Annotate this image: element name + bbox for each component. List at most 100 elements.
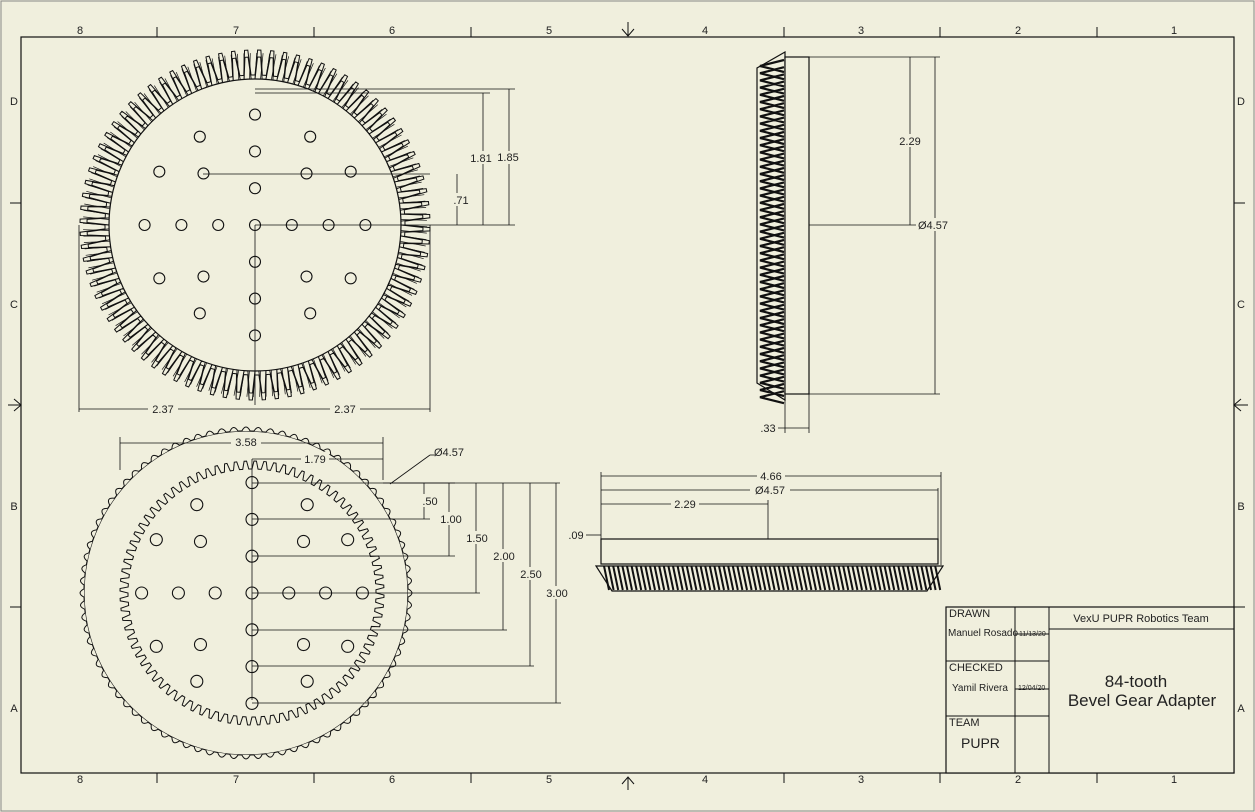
zone-label: 5 bbox=[546, 25, 552, 37]
dim-side-033: .33 bbox=[760, 423, 775, 435]
drawn-date: 11/13/20 bbox=[1019, 631, 1046, 638]
dim-front-229: 2.29 bbox=[674, 499, 695, 511]
mounting-hole bbox=[175, 218, 188, 232]
mounting-hole bbox=[212, 218, 225, 232]
zone-label: 1 bbox=[1171, 774, 1177, 786]
zone-label: 1 bbox=[1171, 25, 1177, 37]
zone-label: 4 bbox=[702, 25, 708, 37]
dim-front-dia457: Ø4.57 bbox=[755, 485, 785, 497]
dim-bottom-200: 2.00 bbox=[493, 551, 514, 563]
zone-label: 6 bbox=[389, 25, 395, 37]
zone-label: 8 bbox=[77, 774, 83, 786]
front-tooth-lines bbox=[603, 565, 942, 591]
drawn-label: DRAWN bbox=[949, 608, 990, 620]
checked-label: CHECKED bbox=[949, 662, 1003, 674]
dim-bottom-179: 1.79 bbox=[304, 454, 325, 466]
zone-label: A bbox=[1237, 703, 1245, 715]
zone-label: 2 bbox=[1015, 774, 1021, 786]
drawing-title-line2: Bevel Gear Adapter bbox=[1068, 691, 1217, 710]
dim-bottom-150: 1.50 bbox=[466, 533, 487, 545]
side-hub bbox=[784, 56, 810, 395]
center-markers bbox=[8, 22, 1248, 790]
mounting-hole bbox=[341, 639, 355, 653]
team-value: PUPR bbox=[961, 735, 1000, 751]
mounting-hole bbox=[149, 639, 163, 653]
mounting-hole bbox=[153, 272, 166, 285]
zone-label: 4 bbox=[702, 774, 708, 786]
dim-top-071: .71 bbox=[453, 195, 468, 207]
mounting-hole bbox=[304, 130, 317, 143]
title-block: DRAWN Manuel Rosado 11/13/20 CHECKED Yam… bbox=[945, 606, 1235, 774]
mounting-hole bbox=[193, 637, 208, 652]
dim-side-229: 2.29 bbox=[899, 136, 920, 148]
mounting-hole bbox=[190, 498, 204, 512]
zone-label: 6 bbox=[389, 774, 395, 786]
top-view: 1.85 1.81 .71 2.37 2.37 bbox=[78, 49, 521, 416]
mounting-hole bbox=[341, 533, 355, 547]
mounting-hole bbox=[248, 182, 262, 195]
mounting-hole bbox=[344, 165, 357, 178]
team-label: TEAM bbox=[949, 717, 980, 729]
zone-labels-bottom: 8 7 6 5 4 3 2 1 bbox=[77, 774, 1177, 786]
checked-date: 12/04/20 bbox=[1018, 685, 1045, 692]
dim-bottom-050: .50 bbox=[422, 496, 437, 508]
mounting-hole bbox=[197, 270, 210, 283]
mounting-hole bbox=[153, 165, 166, 178]
front-view: 4.66 Ø4.57 2.29 .09 bbox=[568, 469, 945, 592]
mounting-hole bbox=[300, 674, 314, 688]
zone-labels-right: D C B A bbox=[1237, 96, 1245, 715]
zone-label: B bbox=[1237, 501, 1244, 513]
dim-bottom-250: 2.50 bbox=[520, 569, 541, 581]
dim-bottom-300: 3.00 bbox=[546, 588, 567, 600]
dim-front-466: 4.66 bbox=[760, 471, 781, 483]
dim-top-237-right: 2.37 bbox=[334, 404, 355, 416]
zone-label: 2 bbox=[1015, 25, 1021, 37]
zone-label: 3 bbox=[858, 774, 864, 786]
zone-label: 8 bbox=[77, 25, 83, 37]
side-tooth-chevrons bbox=[759, 58, 785, 405]
dim-top-181: 1.81 bbox=[470, 153, 491, 165]
mounting-hole bbox=[171, 586, 185, 600]
front-hub bbox=[600, 538, 939, 565]
gear-tooth-edges bbox=[82, 52, 428, 398]
dim-bottom-100: 1.00 bbox=[440, 514, 461, 526]
zone-labels-left: D C B A bbox=[10, 96, 18, 715]
mounting-hole bbox=[193, 307, 206, 320]
bottom-view: 3.58 1.79 Ø4.57 .50 1.00 1.50 2.00 2.50 … bbox=[79, 426, 571, 760]
zone-labels-top: 8 7 6 5 4 3 2 1 bbox=[77, 25, 1177, 37]
mounting-hole bbox=[197, 167, 210, 180]
mounting-hole bbox=[300, 498, 314, 512]
dim-side-dia457: Ø4.57 bbox=[918, 220, 948, 232]
mounting-hole bbox=[138, 218, 151, 232]
zone-label: D bbox=[10, 96, 18, 108]
drawing-title-line1: 84-tooth bbox=[1105, 672, 1167, 691]
mounting-hole bbox=[135, 586, 149, 600]
zone-label: 3 bbox=[858, 25, 864, 37]
dim-top-237-left: 2.37 bbox=[152, 404, 173, 416]
mounting-hole bbox=[149, 533, 163, 547]
zone-label: 7 bbox=[233, 25, 239, 37]
mounting-hole bbox=[344, 272, 357, 285]
mounting-hole bbox=[304, 307, 317, 320]
zone-label: C bbox=[1237, 299, 1245, 311]
mounting-hole bbox=[296, 534, 311, 549]
zone-label: A bbox=[10, 703, 18, 715]
mounting-hole bbox=[248, 108, 262, 121]
mounting-hole bbox=[300, 167, 313, 180]
side-bevel-teeth bbox=[756, 50, 786, 405]
mounting-hole bbox=[193, 130, 206, 143]
dim-front-009: .09 bbox=[568, 530, 583, 542]
mounting-hole bbox=[193, 534, 208, 549]
dim-bottom-358: 3.58 bbox=[235, 437, 256, 449]
organization: VexU PUPR Robotics Team bbox=[1073, 613, 1209, 625]
zone-ticks bbox=[10, 27, 1245, 783]
dim-bottom-dia457: Ø4.57 bbox=[434, 447, 464, 459]
dim-top-185: 1.85 bbox=[497, 152, 518, 164]
checked-by: Yamil Rivera bbox=[952, 683, 1008, 694]
mounting-hole bbox=[248, 145, 262, 158]
zone-label: 5 bbox=[546, 774, 552, 786]
zone-label: D bbox=[1237, 96, 1245, 108]
zone-label: B bbox=[10, 501, 17, 513]
mounting-hole bbox=[208, 586, 222, 600]
